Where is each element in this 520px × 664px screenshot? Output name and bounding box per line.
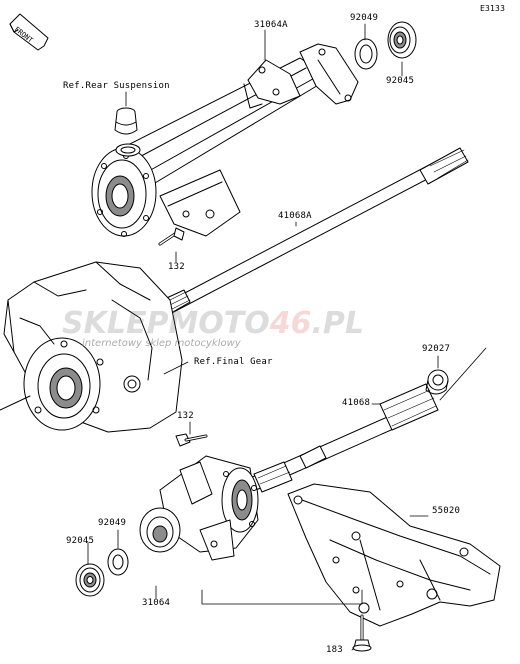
final-gear-case <box>3 261 183 433</box>
collar-92027 <box>425 369 449 395</box>
label-41068a[interactable]: 41068A <box>278 211 312 221</box>
skid-guard-55020 <box>287 483 501 627</box>
seal-92049-top <box>354 38 378 70</box>
watermark-brand-a: SKLEPMOTO <box>62 306 270 341</box>
label-183[interactable]: 183 <box>326 645 343 655</box>
label-55020[interactable]: 55020 <box>432 506 461 516</box>
label-31064[interactable]: 31064 <box>142 598 171 608</box>
bolt-132-top <box>158 227 185 246</box>
bolt-183 <box>352 614 372 652</box>
front-arrow-icon: FRONT <box>9 13 49 51</box>
watermark-brand-b: 46 <box>269 306 312 341</box>
label-92049-top[interactable]: 92049 <box>350 13 379 23</box>
label-132-bottom[interactable]: 132 <box>177 411 194 421</box>
bolt-132-bottom <box>175 433 208 447</box>
drive-shaft-41068 <box>249 383 439 493</box>
bearing-92045-top <box>387 21 417 59</box>
label-ref-final-gear[interactable]: Ref.Final Gear <box>194 357 273 367</box>
watermark-logo: SKLEPMOTO46.PL <box>62 306 364 341</box>
label-132-top[interactable]: 132 <box>168 262 185 272</box>
label-31064a[interactable]: 31064A <box>254 20 288 30</box>
suspension-bushing <box>114 107 138 135</box>
label-92045-top[interactable]: 92045 <box>386 76 415 86</box>
axle-housing-lower <box>139 455 259 561</box>
watermark-tagline: internetowy sklep motocyklowy <box>82 338 241 349</box>
seal-92049-bottom <box>107 548 129 576</box>
leader-lines <box>87 23 439 651</box>
bearing-92045-bottom <box>75 563 105 597</box>
label-41068[interactable]: 41068 <box>342 398 371 408</box>
label-92049-bottom[interactable]: 92049 <box>98 518 127 528</box>
label-ref-rear-suspension[interactable]: Ref.Rear Suspension <box>63 81 170 91</box>
axle-housing-upper <box>91 43 359 237</box>
label-92045-bottom[interactable]: 92045 <box>66 536 95 546</box>
diagram-code: E3133 <box>480 4 506 13</box>
watermark-brand-c: .PL <box>311 306 365 341</box>
label-92027[interactable]: 92027 <box>422 344 451 354</box>
